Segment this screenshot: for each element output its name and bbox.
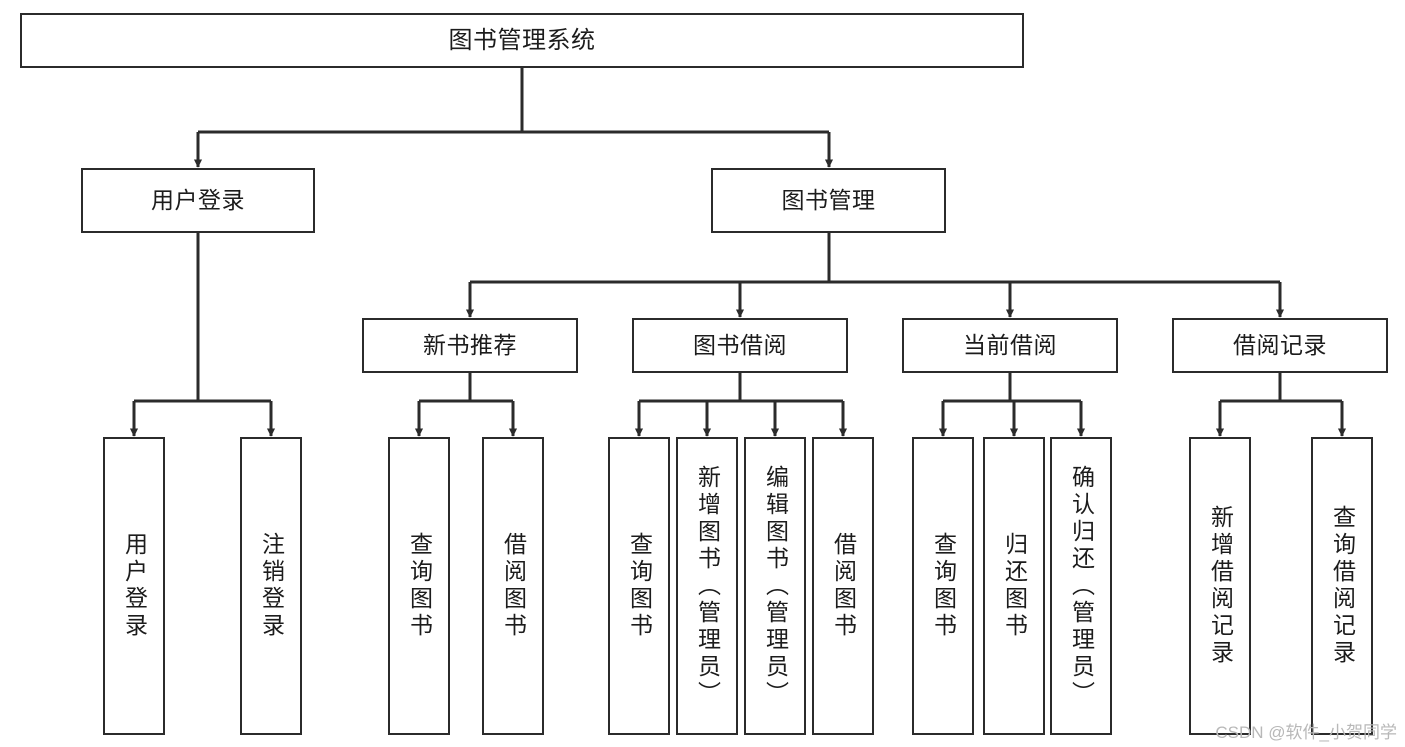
node-label-borrow-record: 借阅记录 <box>1233 332 1327 359</box>
node-new-book-rec[interactable]: 新书推荐 <box>362 318 578 373</box>
node-label-leaf-user-login: 用户登录 <box>121 532 148 640</box>
node-book-borrow[interactable]: 图书借阅 <box>632 318 848 373</box>
node-user-login[interactable]: 用户登录 <box>81 168 315 233</box>
node-label-leaf-add-record: 新增借阅记录 <box>1207 505 1234 667</box>
node-label-leaf-return-book: 归还图书 <box>1001 532 1028 640</box>
node-root[interactable]: 图书管理系统 <box>20 13 1024 68</box>
node-leaf-query-book-1[interactable]: 查询图书 <box>388 437 450 735</box>
node-label-book-manage: 图书管理 <box>781 187 876 214</box>
node-label-leaf-query-record: 查询借阅记录 <box>1329 505 1356 667</box>
node-label-leaf-confirm-return: 确认归还（管理员） <box>1068 464 1095 708</box>
node-label-new-book-rec: 新书推荐 <box>423 332 517 359</box>
node-leaf-user-logout[interactable]: 注销登录 <box>240 437 302 735</box>
node-leaf-borrow-book-1[interactable]: 借阅图书 <box>482 437 544 735</box>
node-current-borrow[interactable]: 当前借阅 <box>902 318 1118 373</box>
node-leaf-query-book-3[interactable]: 查询图书 <box>912 437 974 735</box>
node-book-manage[interactable]: 图书管理 <box>711 168 946 233</box>
node-leaf-edit-book[interactable]: 编辑图书（管理员） <box>744 437 806 735</box>
node-label-leaf-user-logout: 注销登录 <box>258 532 285 640</box>
node-leaf-query-record[interactable]: 查询借阅记录 <box>1311 437 1373 735</box>
node-label-current-borrow: 当前借阅 <box>963 332 1057 359</box>
node-label-leaf-edit-book: 编辑图书（管理员） <box>762 464 789 708</box>
node-label-root: 图书管理系统 <box>448 26 596 54</box>
node-leaf-return-book[interactable]: 归还图书 <box>983 437 1045 735</box>
node-label-leaf-query-book-3: 查询图书 <box>930 532 957 640</box>
node-label-user-login: 用户登录 <box>151 187 245 214</box>
node-label-leaf-borrow-book-1: 借阅图书 <box>500 532 527 640</box>
node-label-leaf-add-book: 新增图书（管理员） <box>694 464 721 708</box>
node-label-leaf-query-book-2: 查询图书 <box>626 532 653 640</box>
node-label-leaf-query-book-1: 查询图书 <box>406 532 433 640</box>
node-leaf-add-record[interactable]: 新增借阅记录 <box>1189 437 1251 735</box>
node-leaf-borrow-book-2[interactable]: 借阅图书 <box>812 437 874 735</box>
node-label-book-borrow: 图书借阅 <box>693 332 787 359</box>
node-label-leaf-borrow-book-2: 借阅图书 <box>830 532 857 640</box>
node-leaf-query-book-2[interactable]: 查询图书 <box>608 437 670 735</box>
node-leaf-add-book[interactable]: 新增图书（管理员） <box>676 437 738 735</box>
node-leaf-user-login[interactable]: 用户登录 <box>103 437 165 735</box>
node-leaf-confirm-return[interactable]: 确认归还（管理员） <box>1050 437 1112 735</box>
node-borrow-record[interactable]: 借阅记录 <box>1172 318 1388 373</box>
watermark-text: CSDN @软件_小贺同学 <box>1215 723 1397 742</box>
